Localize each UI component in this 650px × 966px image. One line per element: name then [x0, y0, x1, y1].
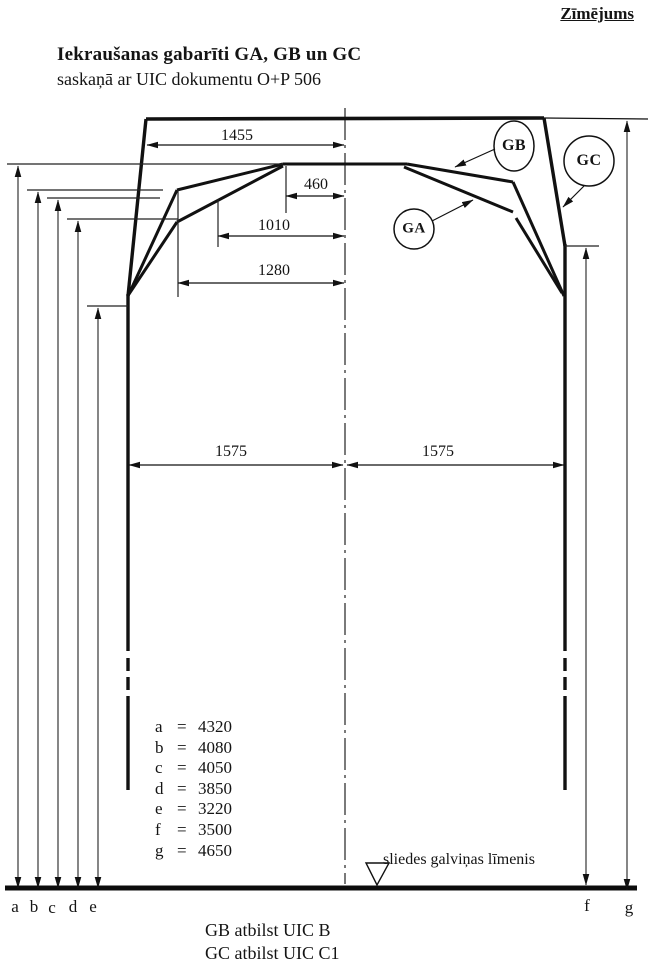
rail-level-triangle-marker	[364, 862, 391, 887]
equals-sign: =	[177, 778, 187, 798]
drawing-corner-label: Zīmējums	[560, 4, 634, 23]
gb-balloon-circle	[493, 120, 535, 172]
legend-row-f: f = 3500	[155, 820, 232, 841]
axis-letter-d: d	[68, 897, 78, 916]
legend-key: f	[155, 819, 161, 839]
footer-note-gc: GC atbilst UIC C1	[205, 943, 340, 963]
legend-value: 4320	[198, 717, 232, 736]
height-dimension-lines	[14, 120, 631, 891]
gb-profile-outline	[126, 162, 566, 297]
rail-level-label: sliedes galviņas līmenis	[383, 851, 535, 868]
legend-value: 3850	[198, 778, 232, 798]
ga-balloon-label: GA	[402, 220, 426, 237]
legend-key: b	[155, 737, 164, 757]
drawing-title: Iekraušanas gabarīti GA, GB un GC	[57, 44, 362, 65]
equals-sign: =	[177, 717, 187, 736]
gauge-balloons	[393, 120, 615, 250]
equals-sign: =	[177, 819, 187, 839]
equals-sign: =	[177, 758, 187, 778]
dim-label-1455: 1455	[221, 127, 253, 144]
legend-value: 4080	[198, 737, 232, 757]
axis-letter-a: a	[11, 897, 19, 916]
legend-value: 3500	[198, 819, 232, 839]
equals-sign: =	[177, 799, 187, 819]
legend-value: 4650	[198, 840, 232, 860]
ga-profile-outline	[127, 164, 564, 295]
dim-label-1010: 1010	[258, 217, 290, 234]
axis-letter-f: f	[584, 896, 590, 915]
footer-note-gb: GB atbilst UIC B	[205, 920, 331, 940]
legend-key: d	[155, 778, 164, 798]
axis-letter-b: b	[29, 897, 39, 916]
axis-letter-e: e	[89, 897, 97, 916]
drawing-subtitle: saskaņā ar UIC dokumentu O+P 506	[57, 69, 321, 89]
dim-label-1280: 1280	[258, 262, 290, 279]
gb-balloon-label: GB	[501, 137, 527, 154]
legend-row-a: a = 4320	[155, 717, 232, 738]
gc-balloon-label: GC	[576, 152, 602, 169]
legend-row-c: c = 4050	[155, 758, 232, 779]
legend-row-b: b = 4080	[155, 738, 232, 759]
gc-balloon-circle	[563, 135, 615, 187]
dim-label-1575-left: 1575	[215, 443, 247, 460]
width-dimension-lines	[128, 141, 565, 469]
legend-key: e	[155, 799, 163, 819]
legend-key: a	[155, 717, 163, 736]
legend-value: 3220	[198, 799, 232, 819]
equals-sign: =	[177, 737, 187, 757]
height-legend: a = 4320 b = 4080 c = 4050 d = 3850 e = 3220 f = 350…	[155, 717, 232, 861]
dim-label-1575-right: 1575	[422, 443, 454, 460]
legend-key: g	[155, 840, 164, 860]
height-level-lines	[7, 163, 599, 307]
legend-value: 4050	[198, 758, 232, 778]
legend-row-d: d = 3850	[155, 779, 232, 800]
axis-letter-c: c	[48, 898, 56, 917]
dim-label-460: 460	[304, 176, 328, 193]
legend-row-g: g = 4650	[155, 841, 232, 862]
axis-letter-g: g	[624, 898, 634, 917]
equals-sign: =	[177, 840, 187, 860]
legend-row-e: e = 3220	[155, 799, 232, 820]
legend-key: c	[155, 758, 163, 778]
balloon-leader-arrows	[431, 148, 585, 222]
gc-profile-outline	[126, 116, 649, 790]
ga-balloon-circle	[393, 208, 435, 250]
